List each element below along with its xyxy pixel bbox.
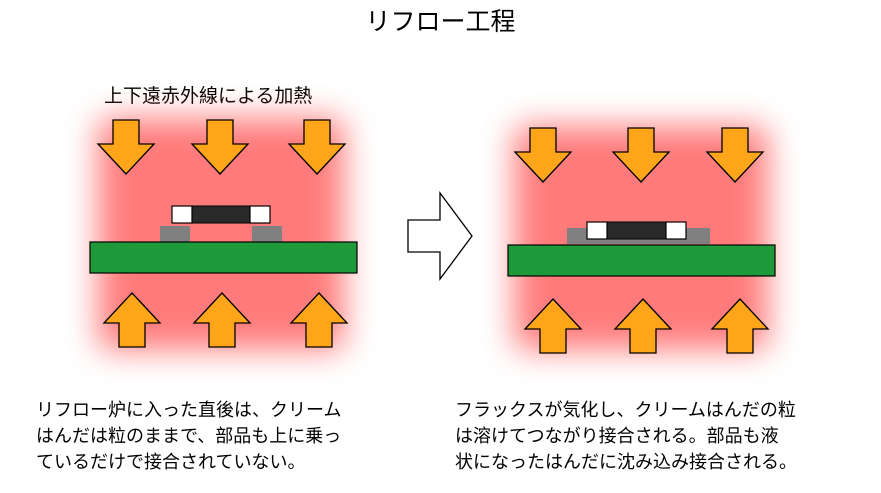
caption-line: フラックスが気化し、クリームはんだの粒 [455, 400, 796, 421]
heat-glow-before [98, 118, 344, 350]
caption-line: は溶けてつながり接合される。部品も液 [455, 426, 779, 447]
panel-after [507, 127, 776, 354]
diagram-title: リフロー工程 [365, 7, 516, 36]
component-terminal [171, 205, 193, 224]
component-body [191, 205, 252, 224]
pcb-board [507, 244, 776, 277]
solder-pad [252, 226, 282, 242]
caption-line: ているだけで接合されていない。 [36, 452, 306, 473]
component-terminal [586, 221, 608, 240]
caption-line: リフロー炉に入った直後は、クリーム [36, 400, 342, 421]
heat-label: 上下遠赤外線による加熱 [104, 85, 313, 107]
component-terminal [249, 205, 271, 224]
caption-line: はんだは粒のままで、部品も上に乗っ [36, 426, 342, 447]
component-terminal [665, 221, 687, 240]
component-body [606, 221, 667, 240]
caption-before: リフロー炉に入った直後は、クリーム はんだは粒のままで、部品も上に乗っ ているだ… [36, 398, 341, 476]
pcb-board [89, 241, 358, 274]
caption-after: フラックスが気化し、クリームはんだの粒 は溶けてつながり接合される。部品も液 状… [455, 398, 797, 476]
solder-pad [160, 226, 190, 242]
panel-before [89, 119, 358, 348]
transition-arrow-icon [407, 191, 473, 281]
caption-line: 状になったはんだに沈み込み接合される。 [455, 452, 797, 473]
